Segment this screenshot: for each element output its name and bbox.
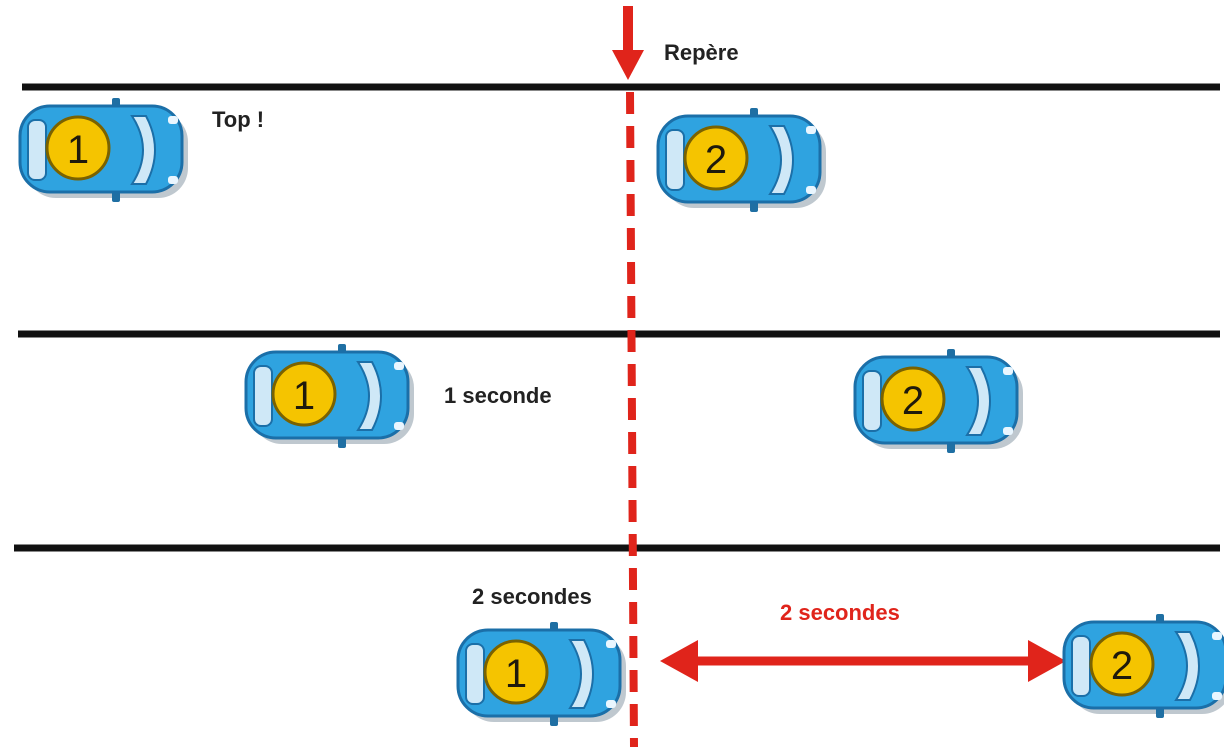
car-row2-1-number: 1 [293,374,315,418]
car-row2-2: 2 [853,347,1025,455]
car-row1-1: 1 [18,96,190,204]
reference-dashed-line [626,91,638,747]
car-row3-1-number: 1 [505,652,527,696]
top-label: Top ! [212,107,264,132]
car-row3-2: 2 [1062,612,1224,720]
car-row2-1: 1 [244,342,416,450]
car-row1-2-number: 2 [705,138,727,182]
car-row1-1-number: 1 [67,128,89,172]
car-row2-2-number: 2 [902,379,924,423]
car-row1-2: 2 [656,106,828,214]
car-row3-1: 1 [456,620,628,728]
gap-double-arrow-icon [660,640,1066,682]
gap-label: 2 secondes [780,600,900,625]
reference-arrow-icon [612,6,644,80]
car-row3-2-number: 2 [1111,644,1133,688]
marker-label: Repère [664,40,739,65]
two-seconds-label: 2 secondes [472,584,592,609]
one-second-label: 1 seconde [444,383,552,408]
